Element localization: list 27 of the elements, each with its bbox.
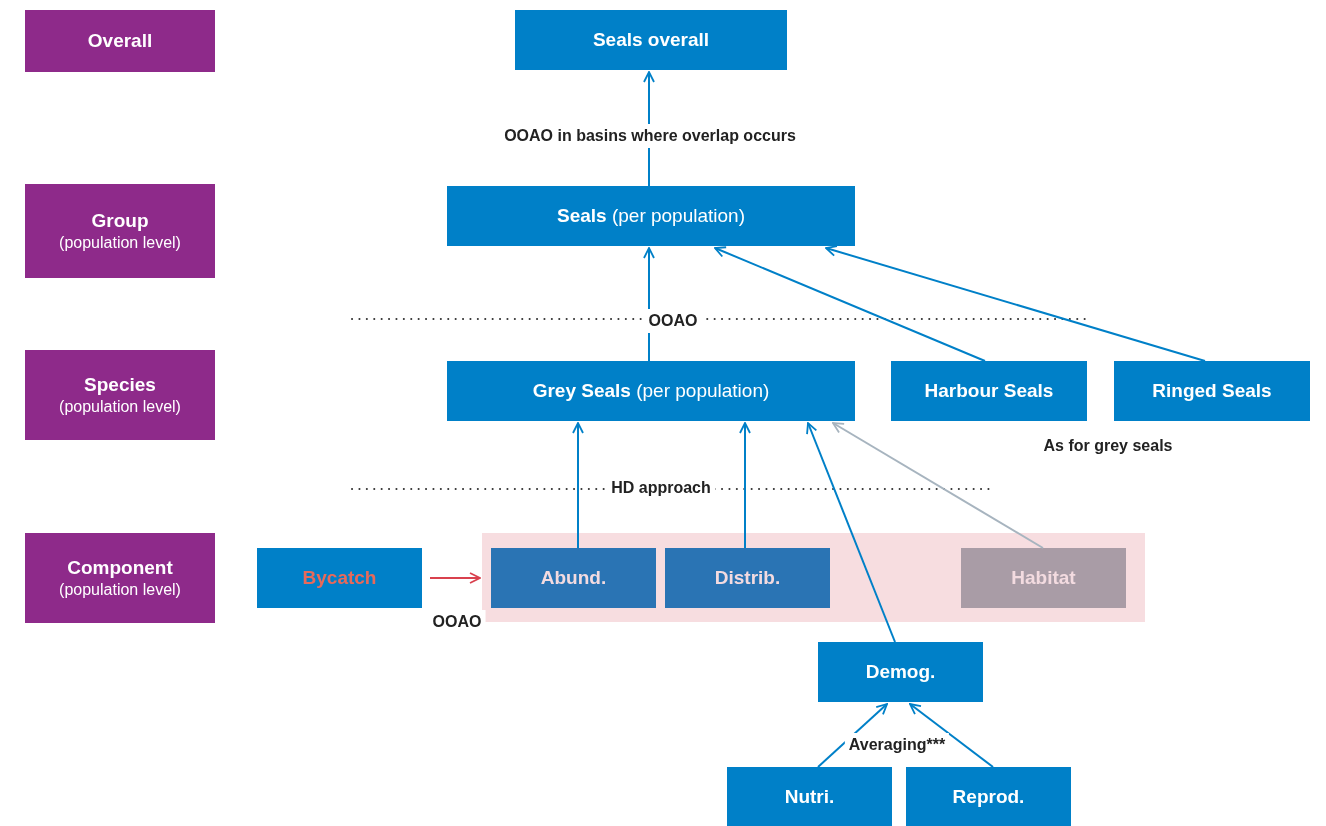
arrow [739, 422, 751, 549]
indicator-box: Ringed Seals [1114, 361, 1310, 421]
indicator-box: Demog. [818, 642, 983, 702]
indicator-box: Reprod. [906, 767, 1071, 826]
component-band [482, 533, 1145, 622]
level-box: Component (population level) [25, 533, 215, 623]
arrow [714, 246, 986, 362]
indicator-box: Grey Seals (per population) [447, 361, 855, 421]
indicator-box: Bycatch [257, 548, 422, 608]
level-box: Overall [25, 10, 215, 72]
arrow [817, 703, 888, 768]
component-box: Distrib. [665, 548, 830, 608]
indicator-box: Seals overall [515, 10, 787, 70]
indicator-box: Seals (per population) [447, 186, 855, 246]
component-box: Abund. [491, 548, 656, 608]
arrow [832, 422, 1044, 549]
arrow [806, 422, 896, 643]
component-box: Habitat [961, 548, 1126, 608]
level-box: Species (population level) [25, 350, 215, 440]
indicator-box: Harbour Seals [891, 361, 1087, 421]
edge-label: OOAO [644, 309, 702, 333]
arrow [429, 572, 481, 584]
arrow [825, 245, 1206, 362]
indicator-box: Nutri. [727, 767, 892, 826]
level-box: Group (population level) [25, 184, 215, 278]
arrow [909, 703, 994, 768]
arrow [572, 422, 584, 549]
